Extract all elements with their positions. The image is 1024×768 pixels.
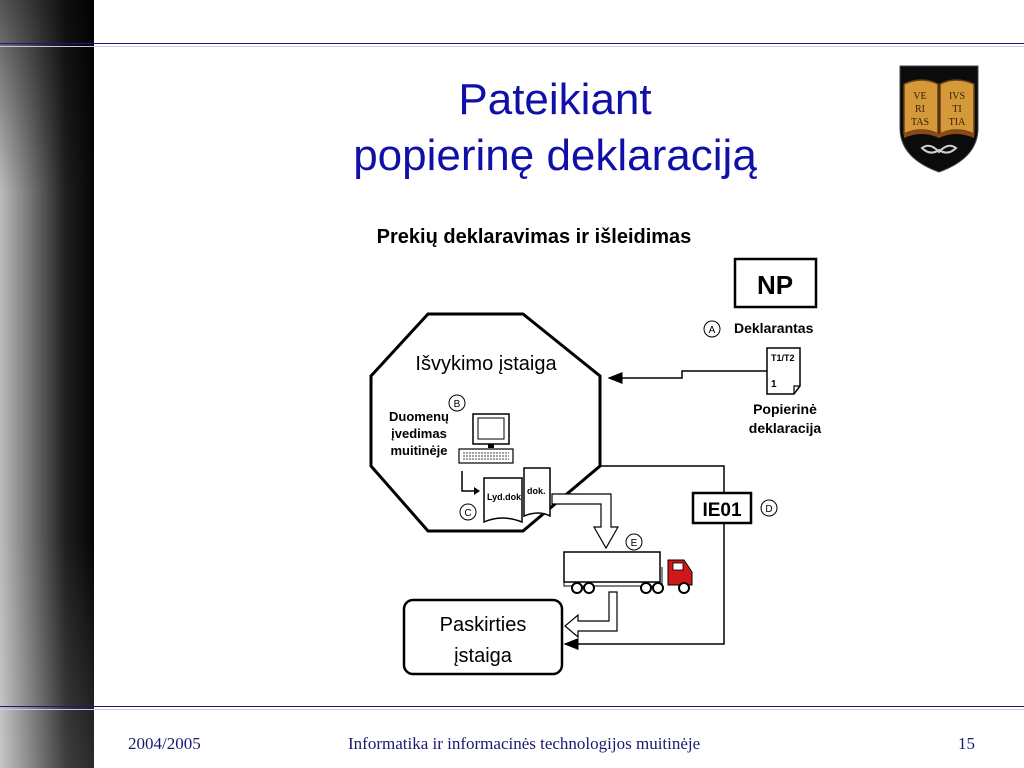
data-entry-line1: Duomenų (389, 409, 449, 424)
crest-word: VE (913, 91, 926, 102)
paper-declaration-line2: deklaracija (749, 420, 822, 436)
slide-title-line2: popierinę deklaraciją (353, 131, 757, 180)
marker-e (625, 533, 643, 551)
footer-year: 2004/2005 (128, 734, 201, 753)
paper-document-icon (766, 347, 801, 395)
declaration-to-office-arrow (607, 370, 767, 384)
crest-word: TIA (949, 117, 966, 128)
destination-office-line2: įstaiga (454, 645, 513, 667)
top-divider-light (0, 46, 1024, 47)
truck-icon (563, 551, 693, 594)
bottom-divider-light (0, 709, 1024, 710)
customs-process-diagram: Prekių deklaravimas ir išleidimas NP A D… (206, 198, 867, 695)
ie01-route-line (563, 465, 725, 650)
departure-office-label: Išvykimo įstaiga (415, 353, 557, 375)
slide-title-line1: Pateikiant (458, 75, 652, 124)
crest-word: TAS (911, 117, 929, 128)
diagram-heading: Prekių deklaravimas ir išleidimas (377, 226, 692, 248)
paper-declaration-line1: Popierinė (753, 401, 817, 417)
marker-c (459, 503, 477, 521)
marker-d-label: D (765, 504, 772, 515)
truck-to-destination-arrow (564, 591, 618, 639)
marker-b-label: B (454, 399, 461, 410)
computer-icon (458, 413, 514, 464)
ie01-box (691, 491, 753, 525)
data-entry-line2: įvedimas (391, 426, 447, 441)
marker-a (703, 320, 721, 338)
crest-word: TI (952, 104, 961, 115)
entry-arrow (461, 471, 477, 492)
ie01-label: IE01 (702, 500, 742, 521)
marker-a-label: A (709, 325, 716, 336)
dok-label: dok. (527, 486, 546, 496)
doc-code: T1/T2 (771, 353, 795, 363)
np-box (733, 257, 818, 309)
marker-b (448, 394, 466, 412)
destination-office-line1: Paskirties (440, 614, 527, 636)
slide-title: Pateikiant popierinę deklaraciją (240, 72, 870, 184)
data-entry-line3: muitinėje (390, 443, 447, 458)
marker-d (760, 499, 778, 517)
crest-word: RI (915, 104, 925, 115)
bottom-divider (0, 706, 1024, 707)
lyd-dok-label: Lyd.dok (487, 492, 522, 502)
university-crest-logo: VE RI TAS IVS TI TIA (899, 65, 979, 173)
doc-number: 1 (771, 379, 777, 390)
footer-course: Informatika ir informacinės technologijo… (348, 734, 701, 753)
declarant-label: Deklarantas (734, 320, 814, 336)
marker-e-label: E (631, 538, 638, 549)
np-label: NP (757, 270, 793, 300)
sidebar-shade (0, 0, 94, 768)
destination-office-box (402, 598, 564, 676)
marker-c-label: C (464, 508, 471, 519)
footer-page-number: 15 (958, 734, 975, 753)
docs-to-truck-arrow (551, 493, 620, 550)
accompanying-docs-icon (483, 467, 551, 524)
crest-word: IVS (949, 91, 965, 102)
top-divider (0, 43, 1024, 44)
